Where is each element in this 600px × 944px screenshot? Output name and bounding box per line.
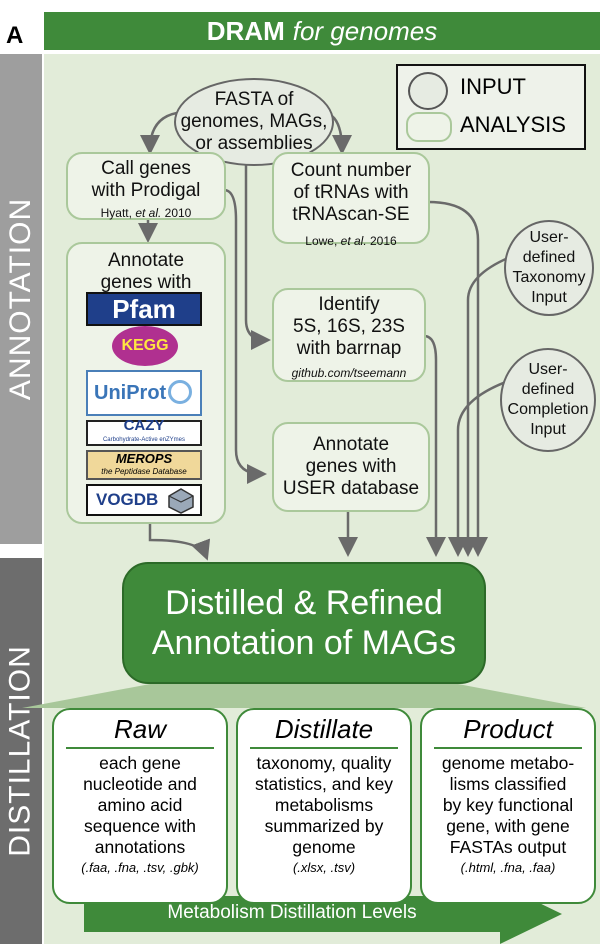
vogdb-polyhedron-icon — [168, 488, 194, 514]
raw-output-box: Raw each gene nucleotide and amino acid … — [52, 708, 228, 904]
distillation-side-label: DISTILLATION — [0, 558, 42, 944]
legend-input-icon — [408, 72, 448, 110]
title-bar: DRAM for genomes — [44, 12, 600, 50]
prodigal-citation: Hyatt, et al. 2010 — [100, 206, 192, 220]
uniprot-circle-icon — [168, 380, 192, 404]
distillate-formats: (.xlsx, .tsv) — [292, 860, 356, 875]
user-database-node: Annotate genes with USER database — [272, 422, 430, 512]
taxonomy-input-node: User- defined Taxonomy Input — [504, 220, 594, 316]
arrow-annotate-distilled — [148, 524, 211, 561]
arrow-prodigal-userdb — [223, 188, 267, 484]
product-heading: Product — [434, 714, 582, 749]
raw-formats: (.faa, .fna, .tsv, .gbk) — [81, 860, 199, 875]
completion-input-node: User- defined Completion Input — [500, 348, 596, 452]
prodigal-node: Call genes with Prodigal Hyatt, et al. 2… — [66, 152, 226, 220]
bottom-arrow-label: Metabolism Distillation Levels — [167, 902, 417, 923]
distillate-output-box: Distillate taxonomy, quality statistics,… — [236, 708, 412, 904]
fasta-input-node: FASTA of genomes, MAGs, or assemblies — [174, 78, 334, 166]
cazy-logo: CAZY Carbohydrate-Active enZYmes — [86, 418, 202, 446]
title-italic: for genomes — [292, 15, 438, 46]
pfam-logo: Pfam — [86, 292, 202, 326]
rrna-node: Identify 5S, 16S, 23S with barrnap githu… — [272, 288, 426, 382]
uniprot-logo: UniProt — [86, 370, 202, 416]
legend-analysis-label: ANALYSIS — [460, 112, 566, 137]
raw-heading: Raw — [66, 714, 214, 749]
annotation-side-label: ANNOTATION — [0, 54, 42, 544]
arrow-trna-distilled — [427, 200, 488, 557]
legend: INPUT ANALYSIS — [396, 64, 586, 150]
arrow-rrna-distilled — [423, 334, 446, 557]
merops-logo: MEROPS the Peptidase Database — [86, 450, 202, 480]
distilled-annotation-node: Distilled & Refined Annotation of MAGs — [122, 562, 486, 684]
legend-analysis-icon — [406, 112, 452, 142]
product-output-box: Product genome metabo- lisms classified … — [420, 708, 596, 904]
distillate-heading: Distillate — [250, 714, 398, 749]
trna-citation: Lowe, et al. 2016 — [305, 234, 397, 248]
title-bold: DRAM — [206, 15, 285, 46]
product-formats: (.html, .fna, .faa) — [460, 860, 556, 875]
legend-input-label: INPUT — [460, 74, 526, 99]
vogdb-logo: VOGDB — [86, 484, 202, 516]
arrow-fasta-rrna — [244, 164, 271, 350]
trna-node: Count number of tRNAs with tRNAscan-SE L… — [272, 152, 430, 248]
funnel-shape — [22, 684, 586, 708]
kegg-logo: KEGG — [112, 326, 178, 366]
panel-label: A — [6, 22, 24, 49]
